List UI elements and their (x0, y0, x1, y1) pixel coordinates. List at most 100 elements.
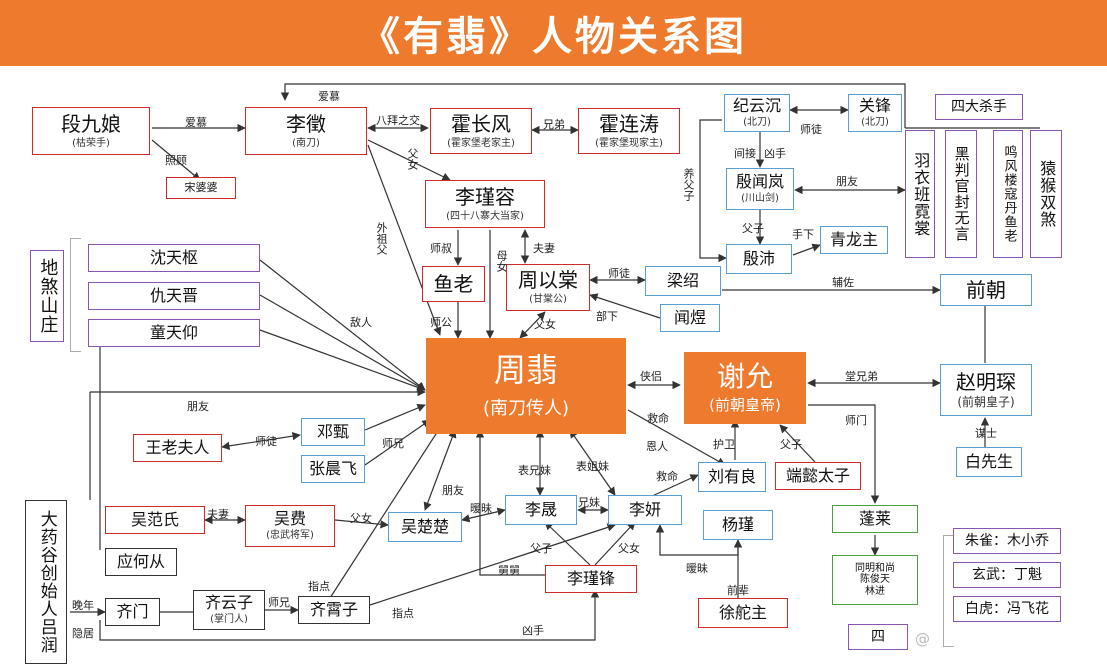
label-enren: 恩人 (646, 440, 668, 453)
node-liuyouliang[interactable]: 刘有良 (698, 462, 766, 492)
node-wuchuchu[interactable]: 吴楚楚 (388, 512, 462, 542)
label-fuzi-1: 父子 (742, 222, 764, 235)
node-dishashanzhuang[interactable]: 地煞山庄 (30, 250, 64, 342)
node-duanjiuniang[interactable]: 段九娘 (枯荣手) (32, 107, 150, 155)
label-aimei-1: 暧昧 (470, 502, 492, 515)
node-choutianjin[interactable]: 仇天晋 (88, 282, 260, 310)
node-liangshao[interactable]: 梁绍 (645, 266, 721, 296)
node-wufanshi[interactable]: 吴范氏 (105, 506, 205, 534)
node-lijinfeng[interactable]: 李瑾锋 (545, 565, 637, 593)
label-shitu-1: 师徒 (608, 267, 630, 280)
label-munu: 母女 (495, 250, 508, 272)
label-funu-2: 父女 (534, 318, 556, 331)
label-zhaogu: 照顾 (165, 154, 187, 167)
node-zhuque[interactable]: 朱雀：木小乔 (953, 528, 1061, 554)
label-waizufu: 外祖父 (375, 222, 388, 255)
node-songpopo[interactable]: 宋婆婆 (166, 177, 236, 199)
node-dayaogu[interactable]: 大药谷创始人吕润 (25, 500, 67, 664)
node-xuanwu[interactable]: 玄武：丁魁 (953, 562, 1061, 588)
label-jiuming-1: 救命 (647, 412, 669, 425)
title-banner: 《有翡》人物关系图 (0, 0, 1107, 66)
node-huochangfeng[interactable]: 霍长风 (霍家堡老家主) (430, 108, 532, 154)
node-qianchao[interactable]: 前朝 (940, 274, 1032, 306)
node-dengzhen[interactable]: 邓甄 (301, 418, 365, 446)
node-lihui[interactable]: 李徵 (南刀) (245, 107, 367, 155)
label-funu-1: 父女 (406, 148, 419, 170)
node-baixiansheng[interactable]: 白先生 (956, 447, 1022, 477)
node-sidashashou[interactable]: 四大杀手 (935, 94, 1023, 120)
label-jiujiu: 舅舅 (498, 564, 520, 577)
node-penglai-members[interactable]: 同明和尚 陈俊天 林进 (832, 555, 918, 605)
label-biaoxiongmei: 表兄妹 (518, 464, 551, 477)
sixiang-bracket (943, 535, 954, 647)
label-fuzuo: 辅佐 (832, 276, 854, 289)
node-liyan[interactable]: 李妍 (608, 495, 682, 525)
label-fuqi-2: 夫妻 (207, 508, 229, 521)
node-yinpei[interactable]: 殷沛 (726, 244, 792, 274)
node-zhoufei[interactable]: 周翡 (南刀传人) (426, 338, 626, 434)
node-yinwenlan[interactable]: 殷闻岚 (川山剑) (726, 168, 794, 210)
label-fuqi: 夫妻 (533, 242, 555, 255)
label-yangfuzi: 养父子 (682, 168, 695, 201)
label-fuzi-2: 父子 (780, 438, 802, 451)
label-zhidian-2: 指点 (392, 607, 414, 620)
label-babai: 八拜之交 (376, 114, 420, 127)
node-wufei[interactable]: 吴费 (忠武将军) (245, 505, 335, 547)
label-xiongshou-2: 凶手 (522, 624, 544, 637)
node-yingcong[interactable]: 应何从 (105, 548, 177, 576)
label-xialv: 侠侣 (640, 370, 662, 383)
node-mingfeng[interactable]: 鸣风楼寇丹鱼老 (993, 130, 1023, 258)
node-qinglongzhu[interactable]: 青龙主 (820, 226, 888, 254)
label-shigong: 师公 (430, 316, 452, 329)
watermark: @ (915, 630, 930, 648)
node-penglai[interactable]: 蓬莱 (832, 505, 918, 533)
label-xiongshou-1: 凶手 (764, 147, 786, 160)
node-yuyiban[interactable]: 羽衣班霓裳 (905, 130, 935, 258)
label-shouxia: 手下 (792, 228, 814, 241)
node-bottom-partial[interactable]: 四 (848, 624, 908, 650)
node-guanfeng[interactable]: 关锋 (北刀) (848, 94, 902, 132)
node-xieyun[interactable]: 谢允 (前朝皇帝) (684, 352, 806, 424)
node-wenyu[interactable]: 闻煜 (660, 304, 720, 332)
label-aimei-2: 暧昧 (686, 562, 708, 575)
label-pengyou-2: 朋友 (187, 400, 209, 413)
label-buxia: 部下 (596, 310, 618, 323)
label-shishu: 师叔 (430, 242, 452, 255)
node-lisheng[interactable]: 李晟 (505, 495, 577, 525)
node-duanyi[interactable]: 端懿太子 (775, 462, 861, 490)
node-zhangchenfei[interactable]: 张晨飞 (301, 455, 365, 483)
label-shixiong-1: 师兄 (382, 437, 404, 450)
label-aimu: 爱慕 (185, 116, 207, 129)
node-huoliantao[interactable]: 霍连涛 (霍家堡现家主) (578, 108, 680, 154)
label-shixiong-2: 师兄 (268, 596, 290, 609)
label-yinju: 隐居 (72, 627, 94, 640)
label-moushi: 谋士 (975, 427, 997, 440)
label-tangxiongdi: 堂兄弟 (845, 370, 878, 383)
node-heipan[interactable]: 黑判官封无言 (945, 130, 977, 258)
node-zhouyitang[interactable]: 周以棠 (甘棠公) (506, 264, 590, 311)
node-qiyunzi[interactable]: 齐云子 (掌门人) (193, 590, 265, 630)
node-yangjin[interactable]: 杨瑾 (703, 510, 773, 540)
node-wanglaofuren[interactable]: 王老夫人 (133, 434, 222, 462)
node-yulao[interactable]: 鱼老 (422, 266, 485, 302)
label-qianbei: 前辈 (727, 584, 749, 597)
label-zhidian-1: 指点 (308, 580, 330, 593)
node-qimen[interactable]: 齐门 (105, 598, 160, 626)
node-jiyunchen[interactable]: 纪云沉 (北刀) (724, 94, 790, 132)
label-funu-3: 父女 (618, 542, 640, 555)
label-huwei: 护卫 (713, 438, 735, 451)
diagram-title: 《有翡》人物关系图 (360, 14, 747, 60)
node-baihu[interactable]: 白虎：冯飞花 (953, 596, 1061, 622)
node-xushezhu[interactable]: 徐舵主 (698, 598, 788, 628)
label-diren: 敌人 (350, 316, 372, 329)
node-lijinrong[interactable]: 李瑾容 (四十八寨大当家) (425, 180, 545, 228)
node-tongtianyang[interactable]: 童天仰 (88, 319, 260, 347)
node-zhaomingchen[interactable]: 赵明琛 (前朝皇子) (940, 364, 1032, 416)
label-shitu-3: 师徒 (255, 435, 277, 448)
node-yuanhou[interactable]: 猿猴双煞 (1030, 130, 1062, 258)
label-xiongdi: 兄弟 (543, 118, 565, 131)
node-qixiaozi[interactable]: 齐霄子 (298, 596, 370, 624)
label-wannian: 晚年 (72, 599, 94, 612)
node-shentianshu[interactable]: 沈天枢 (88, 244, 260, 272)
